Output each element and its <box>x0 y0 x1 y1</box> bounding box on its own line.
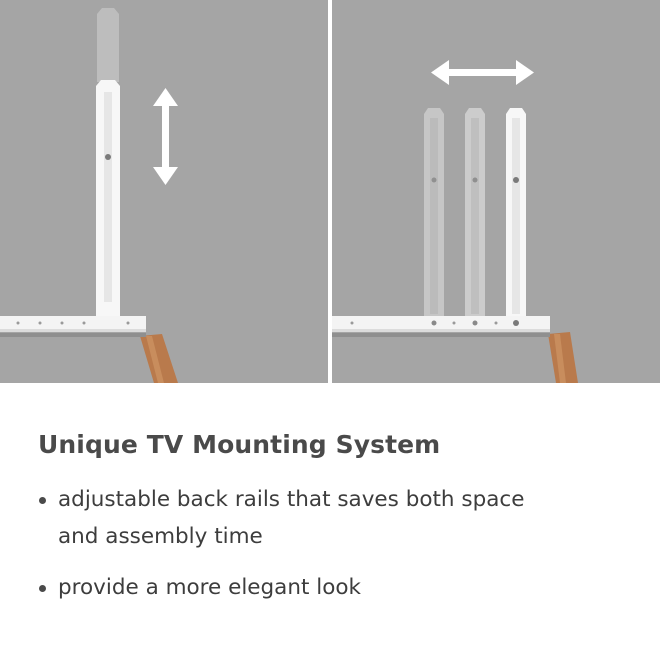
panel-divider <box>328 0 332 383</box>
rail-ghost-left <box>424 108 444 320</box>
feature-caption: Unique TV Mounting System adjustable bac… <box>38 430 638 620</box>
feature-bullet-text: adjustable back rails that saves both sp… <box>58 487 525 549</box>
wooden-leg <box>548 332 578 383</box>
bullet-dot-icon <box>39 497 46 504</box>
feature-bullet-list: adjustable back rails that saves both sp… <box>38 481 638 606</box>
horizontal-adjustment-image <box>332 0 660 383</box>
vertical-adjustment-image <box>0 0 328 383</box>
vertical-rail <box>96 80 120 325</box>
vertical-rail <box>506 108 526 320</box>
left-right-arrow-icon <box>431 60 534 85</box>
up-down-arrow-icon <box>153 88 178 185</box>
feature-bullet-text: provide a more elegant look <box>58 575 361 600</box>
base-bracket <box>0 316 146 332</box>
rail-extended-ghost <box>97 8 119 82</box>
wooden-leg <box>140 334 178 383</box>
rail-ghost-middle <box>465 108 485 320</box>
feature-title: Unique TV Mounting System <box>38 430 441 459</box>
feature-bullet: provide a more elegant look <box>38 569 638 606</box>
feature-bullet: adjustable back rails that saves both sp… <box>38 481 638 555</box>
base-bracket <box>332 316 550 332</box>
bullet-dot-icon <box>39 585 46 592</box>
